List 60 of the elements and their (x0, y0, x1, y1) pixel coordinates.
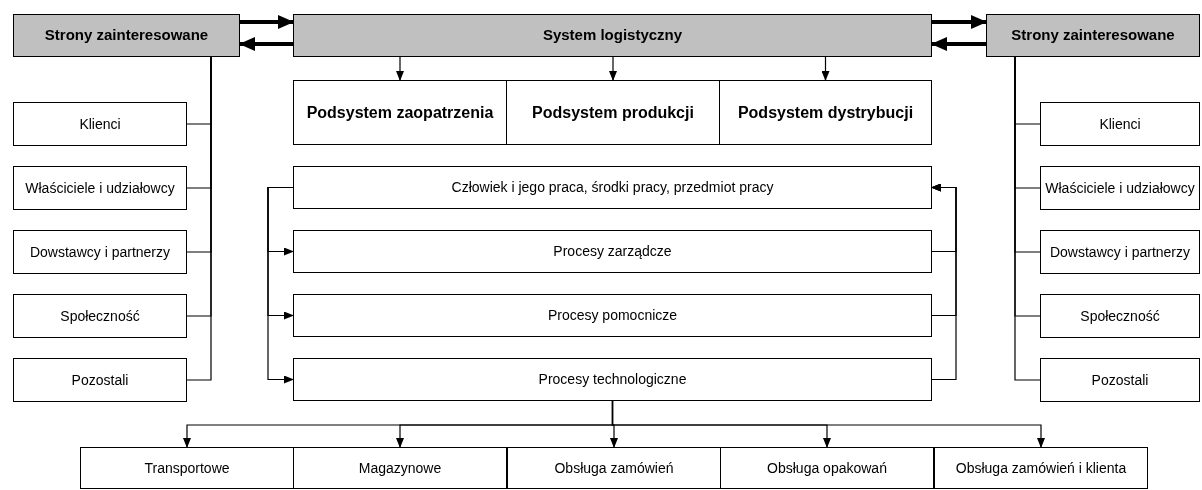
header-box (293, 14, 932, 57)
box-label: Dowstawcy i partnerzy (29, 243, 170, 262)
stakeholder-box (1040, 294, 1200, 338)
box-label: Podsystem produkcji (532, 102, 694, 123)
header-box (986, 14, 1200, 57)
box-label: Klienci (1099, 115, 1141, 134)
box-label: Obsługa zamówień i klienta (955, 458, 1127, 478)
subsystem-box (293, 80, 507, 145)
arrow (931, 37, 986, 51)
arrow (932, 15, 987, 29)
process-box (293, 358, 932, 401)
box-label: Podsystem dystrybucji (737, 102, 914, 123)
stakeholder-box (13, 358, 187, 402)
box-label: Procesy pomocnicze (547, 306, 678, 325)
arrow (609, 56, 617, 81)
box-label: Społeczność (60, 307, 140, 326)
stakeholder-box (1040, 358, 1200, 402)
box-label: Właściciele i udziałowcy (1045, 179, 1195, 198)
stakeholder-box (1040, 166, 1200, 210)
process-type-box (934, 447, 1148, 489)
stakeholder-box (1040, 230, 1200, 274)
process-box (293, 166, 932, 209)
arrow (821, 56, 830, 81)
process-type-box (507, 447, 721, 489)
arrow (239, 37, 293, 51)
process-type-box (80, 447, 294, 489)
box-label: Podsystem zaopatrzenia (306, 102, 494, 123)
stakeholder-box (13, 102, 187, 146)
box-label: Obsługa zamówień (554, 458, 674, 478)
box-label: Procesy technologiczne (538, 370, 687, 389)
box-label: Pozostali (1091, 371, 1149, 390)
box-label: Procesy zarządcze (553, 242, 672, 261)
box-label: Pozostali (71, 371, 129, 390)
arrow (931, 183, 957, 381)
arrow (611, 400, 1045, 448)
box-label: System logistyczny (542, 25, 683, 46)
box-label: Człowiek i jego praca, środki pracy, przedmiot pracy (451, 178, 774, 197)
box-label: Transportowe (144, 458, 230, 478)
box-label: Właściciele i udziałowcy (25, 179, 175, 198)
box-label: Strony zainteresowane (44, 25, 209, 46)
box-label: Społeczność (1080, 307, 1160, 326)
arrow (240, 15, 294, 29)
process-box (293, 294, 932, 337)
box-label: Obsługa opakowań (767, 458, 887, 478)
stakeholder-box (13, 294, 187, 338)
arrow (267, 186, 294, 384)
subsystem-box (506, 80, 720, 145)
process-type-box (293, 447, 507, 489)
header-box (13, 14, 240, 57)
box-label: Dowstawcy i partnerzy (1049, 243, 1190, 262)
arrow (396, 56, 404, 81)
box-label: Strony zainteresowane (1011, 25, 1175, 46)
subsystem-box (719, 80, 932, 145)
box-label: Klienci (79, 115, 121, 134)
stakeholder-box (1040, 102, 1200, 146)
process-box (293, 230, 932, 273)
stakeholder-box (13, 166, 187, 210)
process-type-box (720, 447, 934, 489)
box-label: Magazynowe (358, 458, 442, 478)
stakeholder-box (13, 230, 187, 274)
